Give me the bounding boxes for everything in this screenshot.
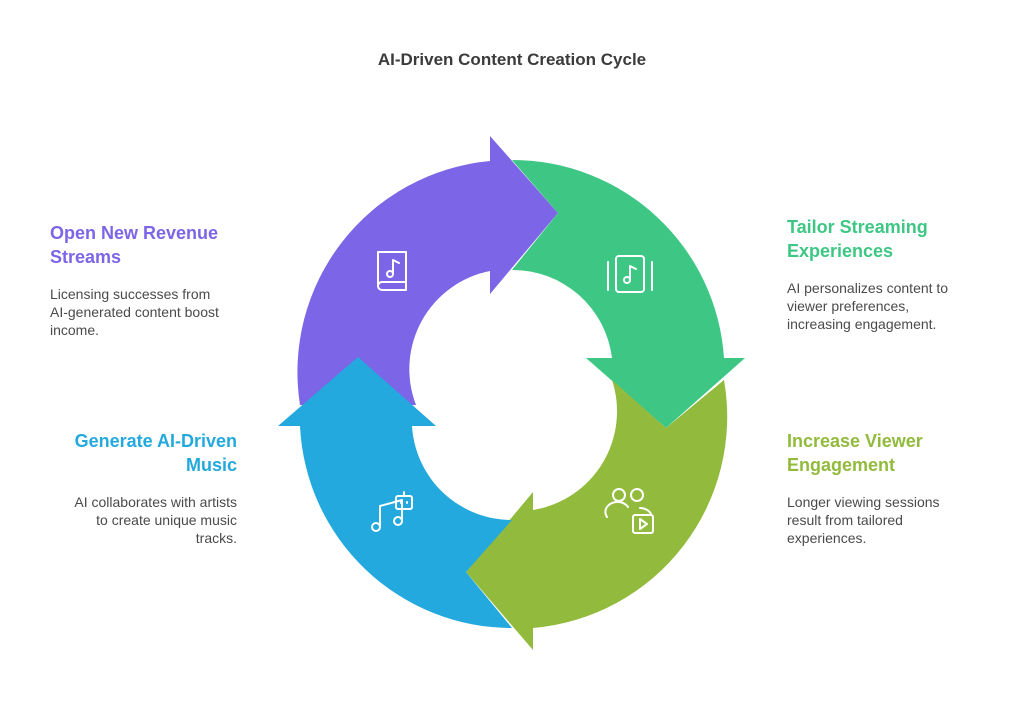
step-music-heading: Generate AI-Driven Music: [74, 431, 237, 475]
step-music: Generate AI-Driven Music AI collaborates…: [37, 429, 237, 547]
step-revenue-description: Licensing successes from AI-generated co…: [50, 286, 219, 338]
music-file-icon: [607, 255, 653, 293]
step-revenue: Open New Revenue Streams Licensing succe…: [50, 221, 250, 339]
step-music-description: AI collaborates with artists to create u…: [74, 494, 237, 546]
step-engagement: Increase Viewer Engagement Longer viewin…: [787, 429, 987, 547]
arrow-revenue: [297, 136, 558, 405]
music-book-icon: [377, 251, 407, 291]
robot-music-icon: [371, 491, 413, 532]
diagram-title: AI-Driven Content Creation Cycle: [377, 50, 647, 69]
step-engagement-description: Longer viewing sessions result from tail…: [787, 494, 940, 546]
step-streaming-heading: Tailor Streaming Experiences: [787, 217, 928, 261]
arrow-music: [278, 357, 512, 629]
step-streaming-description: AI personalizes content to viewer prefer…: [787, 280, 949, 332]
step-streaming: Tailor Streaming Experiences AI personal…: [787, 215, 987, 333]
arrow-engagement: [466, 380, 728, 650]
step-engagement-heading: Increase Viewer Engagement: [787, 431, 923, 475]
viewers-video-icon: [604, 488, 654, 534]
arrow-streaming: [512, 159, 745, 428]
step-revenue-heading: Open New Revenue Streams: [50, 223, 219, 267]
